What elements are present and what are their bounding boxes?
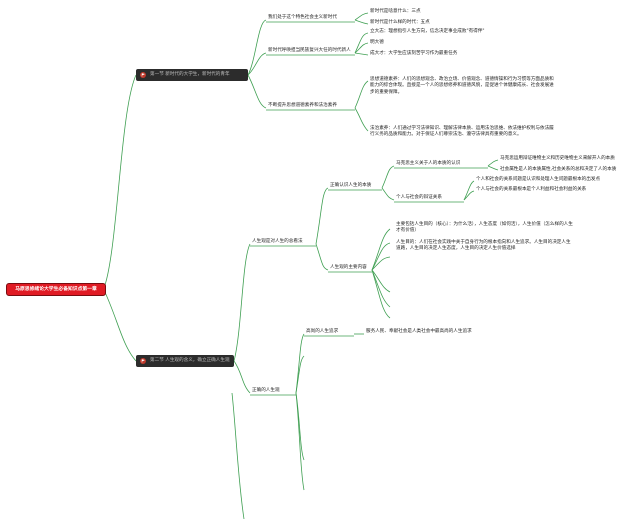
subtopic-moral-literacy[interactable]: 思想道德素养：人们的思想观念、政治立场、价值观念、道德情操和行为习惯等方面品质和… [370,77,554,95]
topic-noble-pursuit[interactable]: 高尚的人生追求 [306,329,339,334]
topic-new-people[interactable]: 新时代呼唤担当民族复兴大任的时代新人 [268,48,351,53]
leaf-social-attribute[interactable]: 社会属性是人的本质属性,社会关系的总和决定了人的本质 [500,167,617,172]
subtopic-big-ambition[interactable]: 立大志：理想指引人生方向，信念决定事业成败"有得伴" [370,29,485,34]
leaf-interest-relation[interactable]: 个人与社会的关系最根本是个人利益和社会利益的关系 [476,187,587,192]
leaf-dialectical-materialism[interactable]: 马克思运用辩证唯物主义和历史唯物主义来解开人的本质 [500,156,615,161]
topic-correct-outlook[interactable]: 正确的人生观 [252,388,280,393]
leaf-life-purpose-core[interactable]: 主要包括人生目的（核心）：为什么活），人生态度（如何活），人生价值（怎么样的人生… [396,222,573,234]
topic-life-essence[interactable]: 正确认识人生的本质 [330,183,372,188]
leaf-serve-people[interactable]: 服务人民、奉献社会是人类社会中最高尚的人生追求 [366,329,472,334]
leaf-life-purpose-definition[interactable]: 人生目的：人们在社会实践中关于自身行为的根本指向和人生追求。人生目的决定人生道路… [396,240,571,252]
root-topic[interactable]: 马原思修绪论大学生必备知识点第一章 [6,283,106,296]
subtopic-big-virtue[interactable]: 明大德 [370,40,384,45]
main-topic-1-label: 第一节 新时代的大学生，新时代的青年 [150,72,230,77]
subtopic-human-essence[interactable]: 马克思主义关于人的本质的认识 [396,161,461,166]
subtopic-new-era-kind[interactable]: 新时代是什么样的时代：五点 [370,20,430,25]
flag-icon [140,72,146,78]
flag-icon [140,358,146,364]
main-topic-1[interactable]: 第一节 新时代的大学生，新时代的青年 [136,69,248,81]
leaf-fundamental-starting-point[interactable]: 个人和社会的关系问题是认识和处理人生问题最根本的出发点 [476,177,601,182]
topic-improve-literacy[interactable]: 不断提升思想道德素养和法治素养 [268,103,337,108]
topic-new-era[interactable]: 我们处于这个特色社会主义新时代 [268,15,337,20]
topic-life-content[interactable]: 人生观的主要内容 [330,265,367,270]
main-topic-2-label: 第二节 人生观的含义，确立正确人生观 [150,358,230,363]
subtopic-legal-literacy[interactable]: 法治素养：人们通过学习法律知识、理解法律本质、运用法治思维、依法维护权利与依法履… [370,126,554,138]
subtopic-big-talent[interactable]: 成大才：大学生应该刻苦学习作为最重任务 [370,51,458,56]
main-topic-2[interactable]: 第二节 人生观的含义，确立正确人生观 [136,355,234,367]
subtopic-new-era-meaning[interactable]: 新时代是啥意什么：三点 [370,9,421,14]
topic-life-outlook[interactable]: 人生观是对人生的总看法 [252,239,303,244]
subtopic-individual-society[interactable]: 个人与社会的辩证关系 [396,195,442,200]
